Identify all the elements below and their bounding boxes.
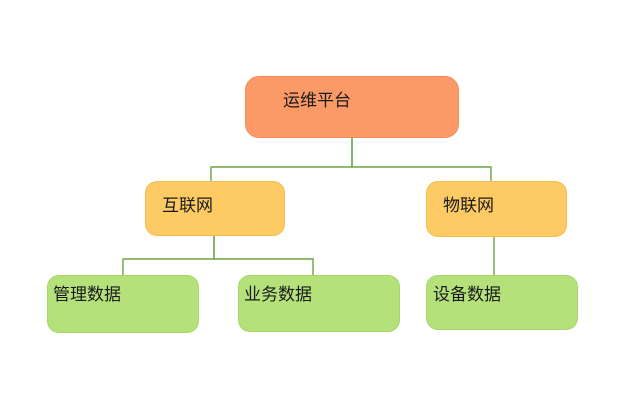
node-business-data[interactable]: 业务数据 bbox=[238, 275, 400, 332]
edge-yunwei-platform-to-internet bbox=[210, 138, 353, 181]
node-label-device-data: 设备数据 bbox=[433, 285, 501, 305]
node-label-management-data: 管理数据 bbox=[53, 285, 121, 305]
node-internet[interactable]: 互联网 bbox=[145, 181, 285, 236]
node-label-internet: 互联网 bbox=[162, 196, 213, 216]
edge-internet-to-management-data bbox=[122, 236, 215, 275]
node-label-yunwei-platform: 运维平台 bbox=[283, 91, 351, 111]
node-label-business-data: 业务数据 bbox=[244, 285, 312, 305]
node-yunwei-platform[interactable]: 运维平台 bbox=[245, 76, 459, 138]
edge-internet-to-business-data bbox=[213, 236, 314, 275]
node-device-data[interactable]: 设备数据 bbox=[426, 275, 578, 330]
node-management-data[interactable]: 管理数据 bbox=[47, 275, 199, 333]
edge-yunwei-platform-to-iot bbox=[351, 138, 492, 181]
node-iot[interactable]: 物联网 bbox=[426, 181, 567, 237]
node-label-iot: 物联网 bbox=[443, 196, 494, 216]
